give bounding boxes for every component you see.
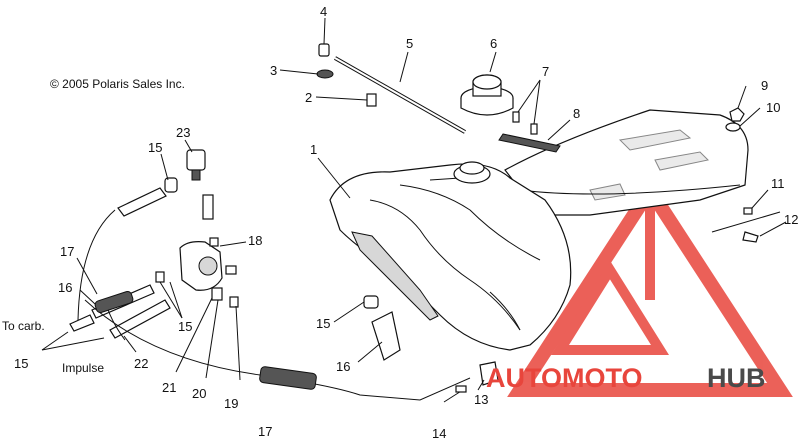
- callout-3: 3: [270, 63, 277, 78]
- watermark-text: AUTOMOTO HUB: [486, 363, 766, 393]
- callout-12: 12: [784, 212, 798, 227]
- callout-8: 8: [573, 106, 580, 121]
- callout-15-top: 15: [148, 140, 162, 155]
- callout-22: 22: [134, 356, 148, 371]
- callout-21: 21: [162, 380, 176, 395]
- callout-16-left: 16: [58, 280, 72, 295]
- callout-20: 20: [192, 386, 206, 401]
- watermark-logo: [507, 177, 793, 397]
- spring-guards: [94, 290, 317, 390]
- callout-17-bottom: 17: [258, 424, 272, 439]
- callout-16-tank: 16: [336, 359, 350, 374]
- callout-15-tank: 15: [316, 316, 330, 331]
- callout-9: 9: [761, 78, 768, 93]
- callout-23: 23: [176, 125, 190, 140]
- callout-17-left: 17: [60, 244, 74, 259]
- callout-2: 2: [305, 90, 312, 105]
- watermark-text-red: AUTOMOTO: [486, 363, 643, 393]
- callout-18: 18: [248, 233, 262, 248]
- callout-5: 5: [406, 36, 413, 51]
- to-carb-note: To carb.: [2, 319, 45, 333]
- hardware-parts: [316, 43, 781, 243]
- bracket-13-14: [443, 361, 499, 403]
- callout-15-mid: 15: [178, 319, 192, 334]
- callout-15-left: 15: [14, 356, 28, 371]
- callout-14: 14: [432, 426, 446, 440]
- callout-10: 10: [766, 100, 780, 115]
- impulse-note: Impulse: [62, 361, 104, 375]
- callout-19: 19: [224, 396, 238, 411]
- callout-labels: 4 3 2 5 6 7 8 1 9 10 11 12 13 14 15 16 1…: [14, 4, 798, 440]
- callout-1: 1: [310, 142, 317, 157]
- callout-4: 4: [320, 4, 327, 19]
- callout-7: 7: [542, 64, 549, 79]
- seat: [504, 109, 749, 216]
- fuel-tank: [329, 161, 572, 351]
- vent-tube: [334, 56, 466, 134]
- callout-6: 6: [490, 36, 497, 51]
- copyright-text: © 2005 Polaris Sales Inc.: [50, 77, 185, 91]
- tank-cap: [460, 74, 514, 116]
- callout-11: 11: [771, 176, 785, 191]
- watermark-text-gray: HUB: [707, 363, 766, 393]
- fuel-valve-assembly: [155, 149, 239, 308]
- leader-lines: [41, 17, 787, 391]
- callout-13: 13: [474, 392, 488, 407]
